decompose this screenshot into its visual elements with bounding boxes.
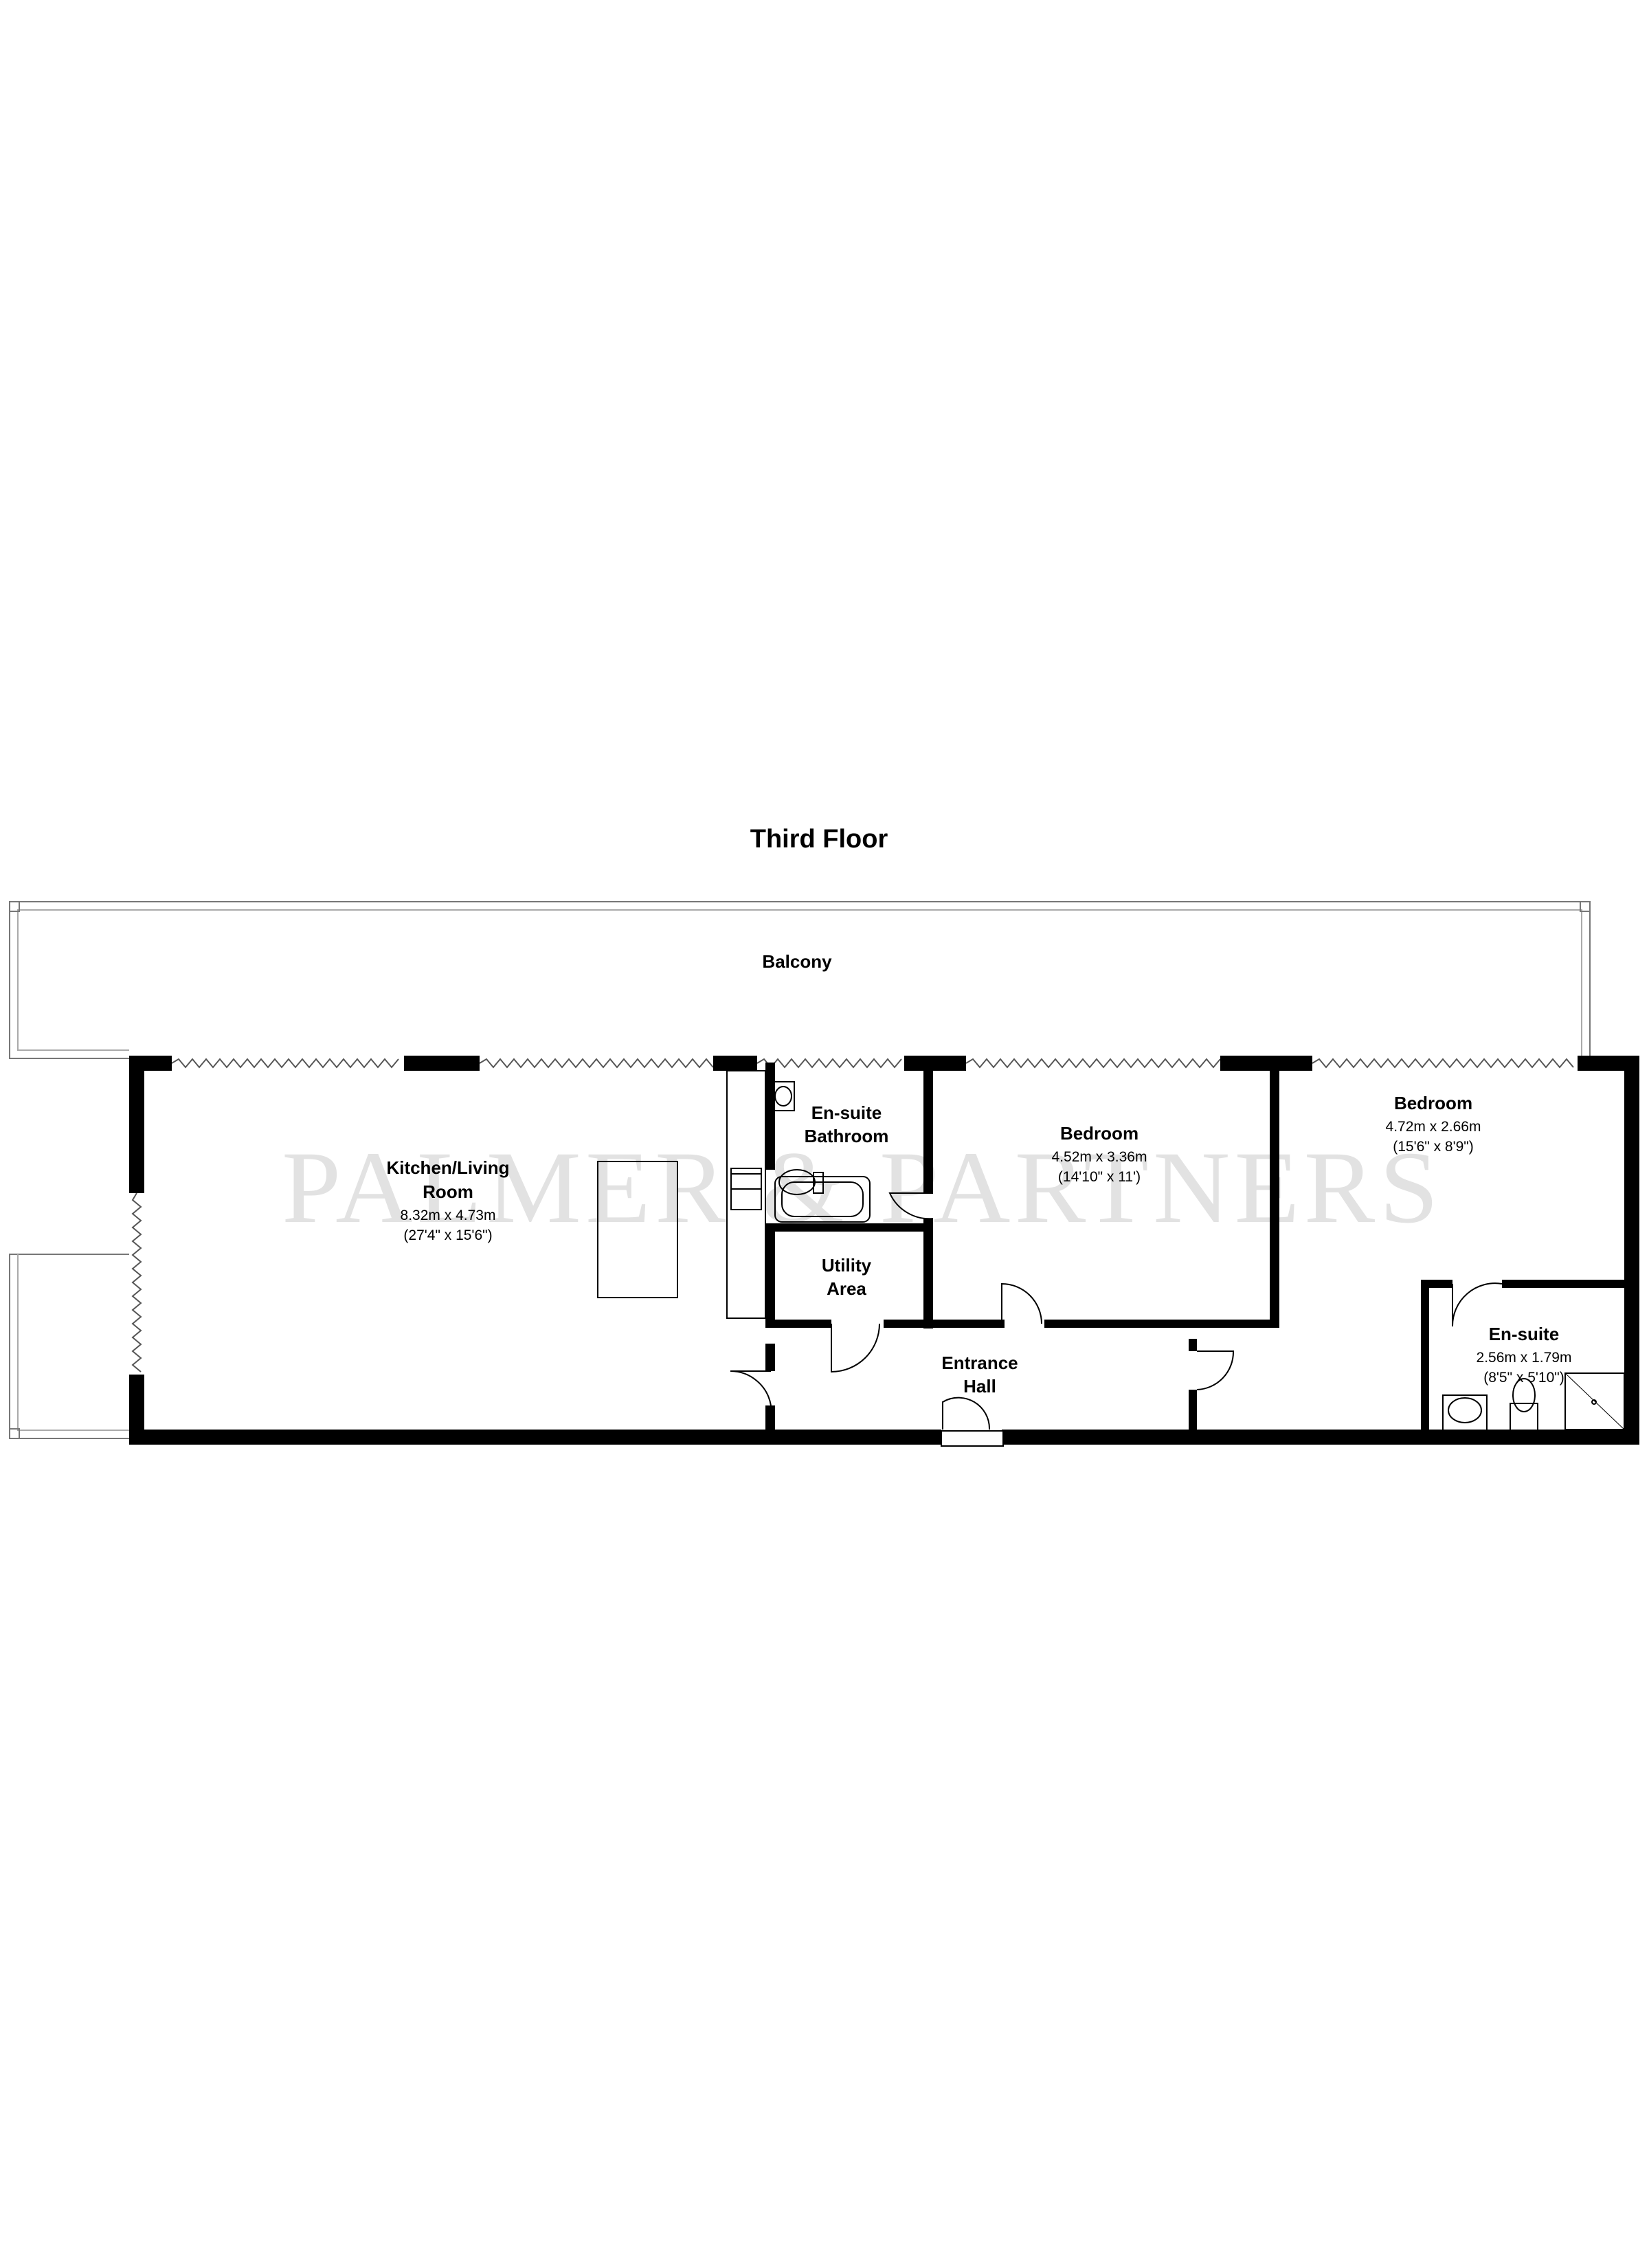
label-utility-2: Area — [827, 1278, 866, 1299]
label-ensuite: En-suite — [1489, 1324, 1560, 1344]
bedroom-1-dim-metric: 4.52m x 3.36m — [1052, 1149, 1147, 1165]
label-ensuite-bathroom-1: En-suite — [811, 1102, 882, 1123]
room-labels: Balcony Kitchen/Living Room 8.32m x 4.73… — [386, 951, 1571, 1397]
label-entrance-1: Entrance — [941, 1353, 1018, 1373]
folding-doors — [131, 1058, 1574, 1372]
bedroom-1-dim-imperial: (14'10" x 11') — [1058, 1169, 1141, 1185]
floor-title: Third Floor — [750, 825, 888, 854]
label-ensuite-bathroom-2: Bathroom — [805, 1126, 889, 1146]
balcony-outline — [9, 901, 1591, 1439]
label-entrance-2: Hall — [963, 1376, 996, 1397]
fixtures — [597, 1070, 1625, 1432]
kitchen-dim-metric: 8.32m x 4.73m — [401, 1208, 496, 1223]
bedroom-2-dim-imperial: (15'6" x 8'9") — [1393, 1139, 1473, 1155]
walls — [129, 1056, 1639, 1445]
label-balcony: Balcony — [762, 951, 832, 972]
doors — [730, 1192, 1503, 1447]
label-kitchen-1: Kitchen/Living — [386, 1157, 509, 1178]
label-bedroom-2: Bedroom — [1394, 1093, 1472, 1113]
kitchen-dim-imperial: (27'4" x 15'6") — [403, 1227, 492, 1243]
ensuite-dim-imperial: (8'5" x 5'10") — [1483, 1370, 1564, 1386]
bedroom-2-dim-metric: 4.72m x 2.66m — [1386, 1119, 1481, 1135]
label-utility-1: Utility — [822, 1255, 872, 1276]
ensuite-dim-metric: 2.56m x 1.79m — [1477, 1350, 1572, 1366]
label-kitchen-2: Room — [423, 1181, 473, 1202]
label-bedroom-1: Bedroom — [1060, 1123, 1138, 1144]
